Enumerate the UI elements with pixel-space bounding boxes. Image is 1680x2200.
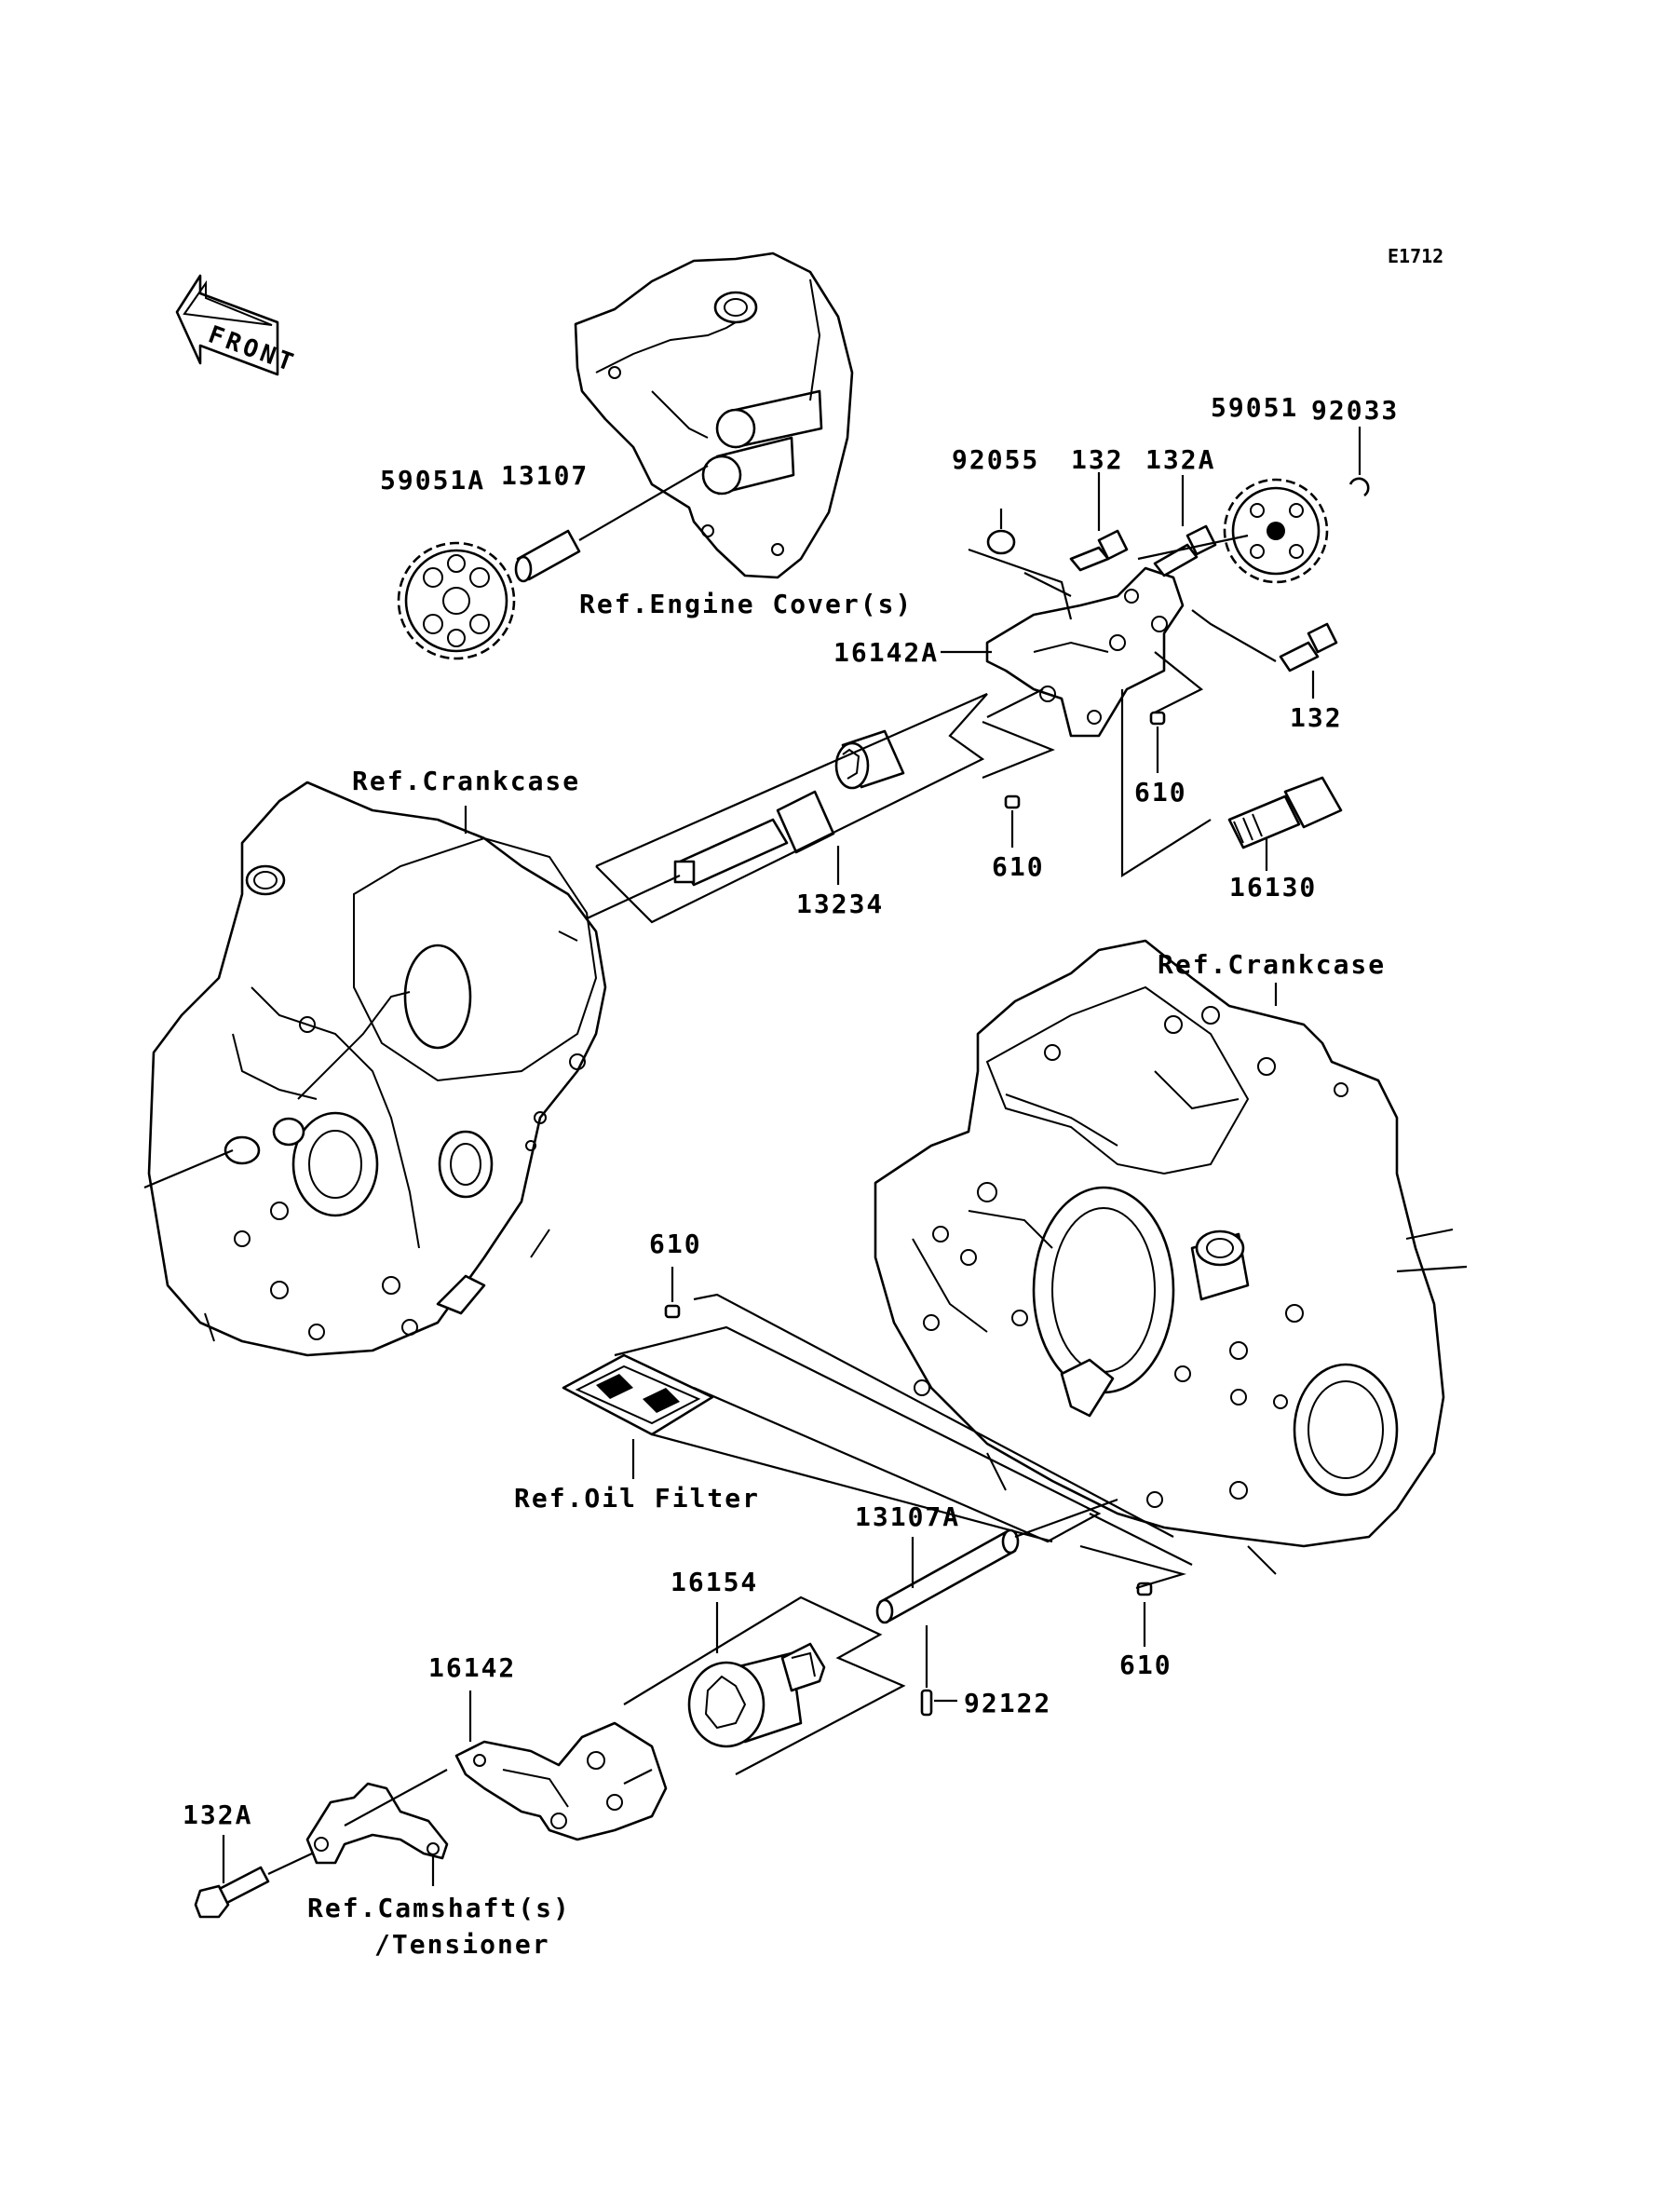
label-16130: 16130 [1229, 872, 1317, 903]
label-132a-top: 132A [1145, 444, 1215, 475]
label-16142a: 16142A [833, 637, 939, 668]
gear-59051-icon [1223, 478, 1329, 584]
label-ref-camshaft: Ref.Camshaft(s) [307, 1893, 571, 1923]
shaft-13107a-icon [875, 1528, 1020, 1624]
label-16142: 16142 [428, 1652, 516, 1683]
front-arrow-icon: FRONT [175, 274, 300, 378]
circlip-92033-icon [1348, 477, 1370, 497]
label-13234: 13234 [796, 889, 884, 919]
camshaft-tensioner-ref-part [305, 1782, 449, 1865]
label-92033: 92033 [1311, 395, 1399, 426]
oil-pump-16142-icon [454, 1721, 668, 1841]
oil-filter-ref-part [562, 1353, 714, 1436]
label-13107a: 13107A [855, 1501, 960, 1532]
washer-92055-icon [986, 529, 1016, 555]
bolt-132a-bottom-icon [194, 1866, 270, 1919]
label-132a-bottom: 132A [183, 1799, 252, 1830]
label-92122: 92122 [964, 1688, 1051, 1718]
label-16154: 16154 [671, 1567, 758, 1597]
dowel-610-c-icon [664, 1304, 681, 1319]
label-ref-crankcase-right: Ref.Crankcase [1158, 949, 1386, 980]
label-59051a: 59051A [380, 465, 485, 496]
label-ref-oil-filter: Ref.Oil Filter [514, 1483, 760, 1514]
right-crankcase-ref-part [874, 939, 1454, 1575]
label-132-top: 132 [1071, 444, 1124, 475]
label-610-d: 610 [1119, 1650, 1172, 1680]
bolt-132-right-icon [1279, 622, 1338, 672]
rotor-16154-icon [687, 1642, 826, 1748]
label-610-c: 610 [649, 1229, 702, 1259]
left-crankcase-ref-part [147, 781, 607, 1357]
label-ref-engine-cover: Ref.Engine Cover(s) [579, 589, 913, 619]
relief-valve-16130-icon [1227, 776, 1343, 849]
gear-59051a-icon [397, 541, 516, 660]
label-610-a: 610 [1134, 777, 1187, 808]
label-132-right: 132 [1290, 702, 1343, 733]
diagram-code: E1712 [1388, 245, 1443, 267]
label-59051: 59051 [1211, 392, 1298, 423]
dowel-610-a-icon [1149, 711, 1166, 726]
label-13107: 13107 [501, 460, 589, 491]
oil-pump-16142a-icon [985, 566, 1185, 738]
dowel-610-b-icon [1004, 794, 1021, 809]
label-610-b: 610 [992, 851, 1045, 882]
rotor-shaft-13234-icon [673, 729, 905, 887]
label-ref-crankcase-left: Ref.Crankcase [352, 766, 580, 796]
pin-92122-icon [920, 1689, 933, 1717]
pin-13107-icon [514, 529, 581, 583]
bolt-132a-top-icon [1153, 524, 1217, 577]
label-ref-tensioner: /Tensioner [374, 1929, 550, 1960]
bolt-132-top-icon [1069, 529, 1129, 572]
engine-cover-ref-part [574, 251, 854, 579]
label-92055: 92055 [952, 444, 1039, 475]
